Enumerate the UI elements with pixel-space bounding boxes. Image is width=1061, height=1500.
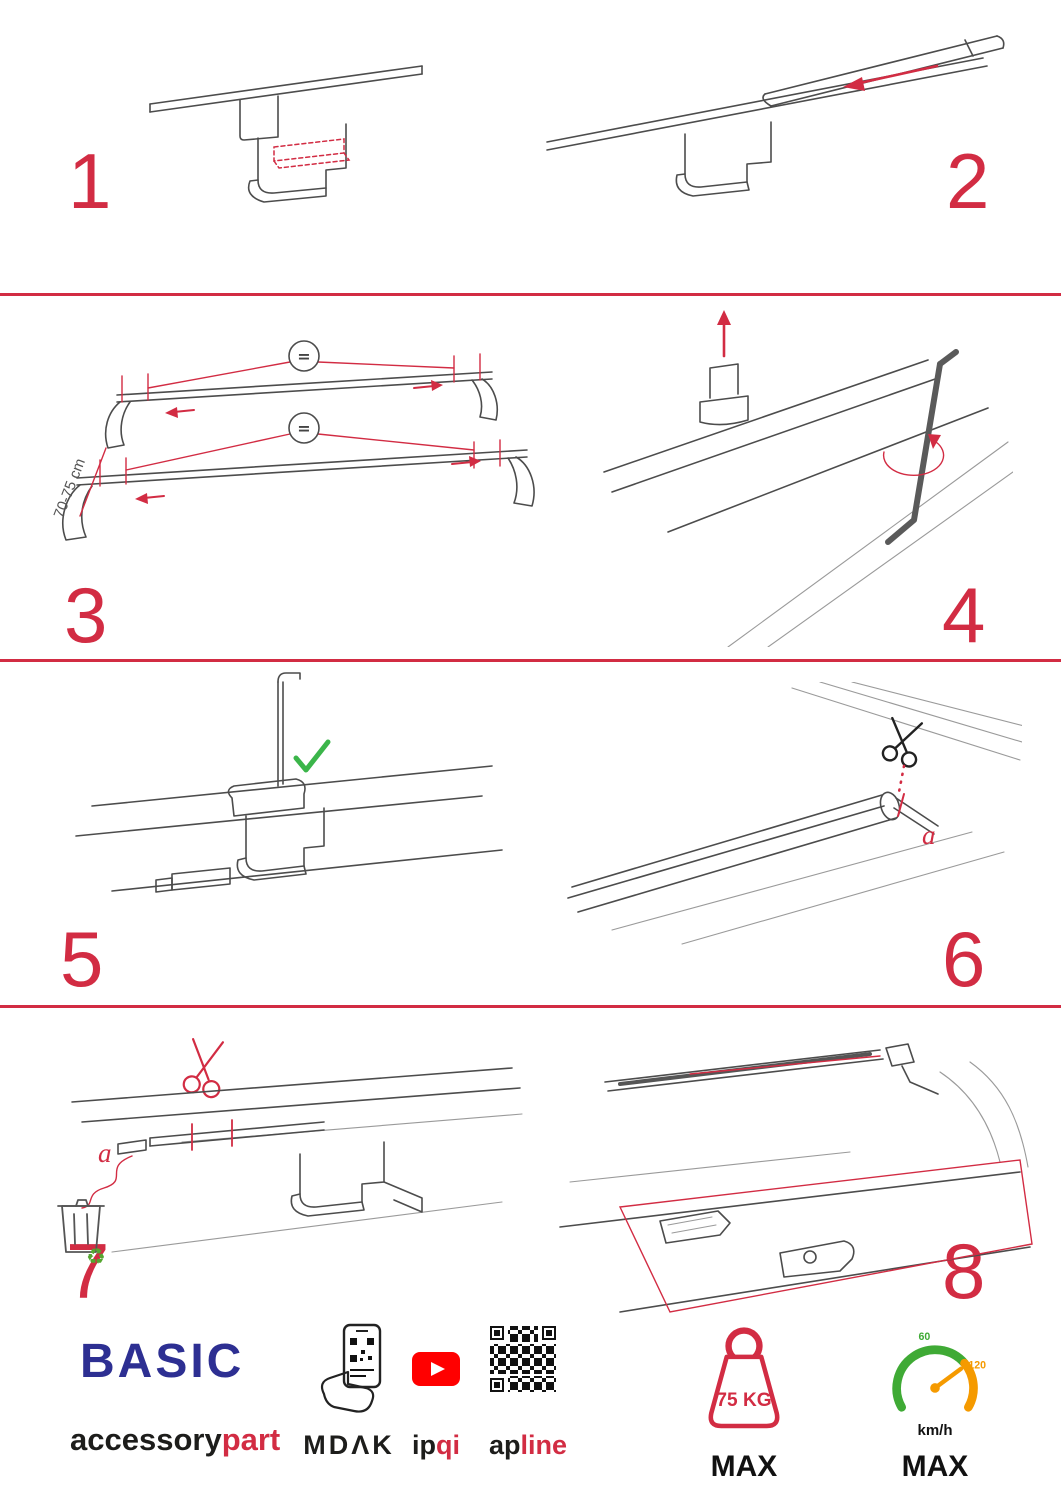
cut-piece-label: a [922, 820, 936, 850]
phone-scan-icon [320, 1323, 382, 1413]
youtube-icon [412, 1352, 460, 1386]
equal-badge: = [288, 412, 320, 444]
equals-label-upper: = [297, 347, 310, 366]
highlight-pad [273, 138, 351, 169]
rotate-arrow-icon [882, 434, 945, 476]
step-number-1: 1 [68, 137, 112, 225]
bar-distance-label: 70-75 cm [51, 456, 89, 520]
section-divider [0, 659, 1061, 662]
speed-unit-label: km/h [917, 1422, 953, 1439]
allen-key-icon [885, 349, 959, 545]
scissors-icon [182, 1038, 225, 1099]
section-divider [0, 293, 1061, 296]
highlight-frame [618, 1159, 1033, 1313]
speed-max-label: MAX [901, 1450, 969, 1483]
step6-illustration: a [567, 682, 1022, 945]
step3-illustration: = = 70-75 cm [51, 340, 535, 541]
speedometer-icon: 60 120 [892, 1331, 986, 1412]
weight-value-label: 75 KG [716, 1390, 771, 1411]
adjust-arrow-icon [135, 380, 481, 504]
insert-arrow-icon [717, 310, 731, 358]
gauge-needle [932, 1366, 964, 1391]
slide-arrow-icon [843, 64, 939, 91]
step-number-7: 7 [66, 1227, 110, 1315]
weight-limit-icon: 75 KG [708, 1327, 780, 1429]
step-number-5: 5 [60, 915, 104, 1003]
logo-ipqi: ipqi [400, 1430, 472, 1461]
section-divider [0, 1005, 1061, 1008]
step-number-4: 4 [942, 571, 986, 659]
step-number-8: 8 [942, 1227, 986, 1315]
brand-basic: BASIC [80, 1335, 245, 1388]
weight-max-label: MAX [710, 1450, 778, 1483]
step-number-2: 2 [946, 137, 990, 225]
step1-illustration [149, 65, 423, 203]
t-slot-adapter [779, 1240, 855, 1278]
brand-part-text: part [221, 1422, 281, 1457]
scissors-icon [881, 716, 924, 768]
step2-illustration [546, 35, 1005, 197]
equals-label-lower: = [297, 419, 310, 438]
step8-illustration [559, 1043, 1033, 1313]
logo-mdak: MDΛK [303, 1430, 395, 1460]
step-number-6: 6 [942, 915, 986, 1003]
gauge-120-label: 120 [968, 1360, 986, 1372]
brand-accessory-text: accessory [70, 1422, 222, 1457]
check-icon [293, 739, 331, 773]
logo-line-text: line [520, 1430, 568, 1460]
t-slot-adapter [659, 1210, 731, 1244]
gauge-60-label: 60 [919, 1331, 931, 1343]
trash-icon: ♻ [57, 1199, 106, 1270]
step4-illustration [603, 310, 1013, 647]
logo-ap-text: ap [488, 1430, 521, 1460]
logo-ip-text: ip [412, 1430, 436, 1460]
step7-illustration: a ♻ [57, 1038, 523, 1270]
brand-accessorypart: accessorypart [70, 1422, 280, 1458]
cut-piece-label: a [98, 1138, 112, 1168]
step-number-3: 3 [64, 571, 108, 659]
equal-badge: = [288, 340, 320, 372]
qr-code-icon [490, 1326, 556, 1392]
step5-illustration [75, 672, 503, 893]
recycle-icon: ♻ [86, 1245, 106, 1270]
logo-qi-text: qi [436, 1430, 460, 1460]
logo-apline: apline [478, 1430, 578, 1461]
